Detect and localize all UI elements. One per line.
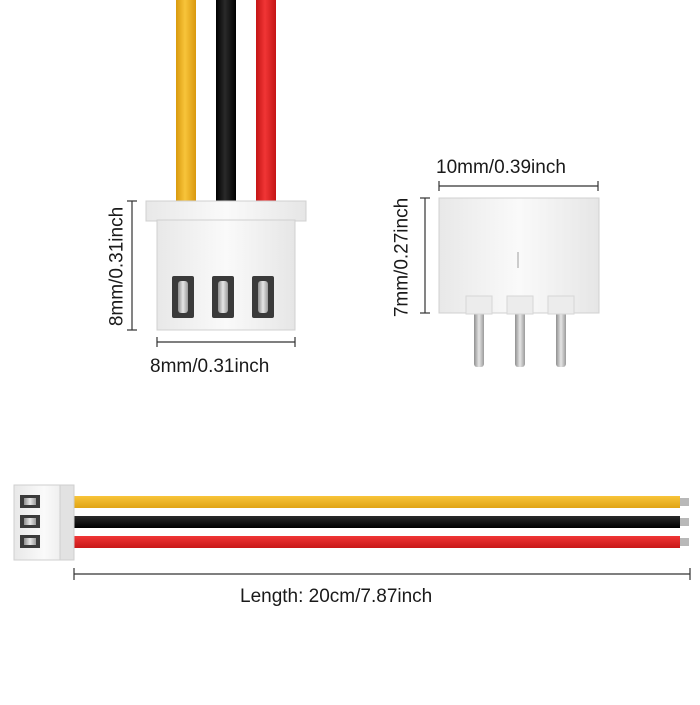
front-width-label: 8mm/0.31inch (150, 356, 270, 377)
side-height-label: 7mm/0.27inch (391, 197, 413, 318)
side-housing (438, 197, 600, 315)
cable-wire-yellow (74, 496, 680, 508)
side-pin-3 (556, 312, 566, 367)
front-width-dimension (156, 337, 296, 347)
cable-pin-slot-1 (20, 495, 40, 508)
front-pin-slot-2 (212, 276, 234, 318)
cable-length-dimension (73, 568, 691, 580)
side-view (420, 181, 600, 367)
front-housing (145, 200, 307, 331)
side-height-dimension (420, 197, 430, 314)
cable-tip-yellow (680, 498, 689, 506)
side-width-label: 10mm/0.39inch (436, 157, 566, 178)
cable-pin-slot-2 (20, 515, 40, 528)
front-pin-slot-3 (252, 276, 274, 318)
front-height-label: 8mm/0.31inch (106, 206, 128, 327)
cable-wire-red (74, 536, 680, 548)
front-wire-black (216, 0, 236, 206)
side-width-dimension (438, 181, 599, 191)
front-wire-yellow (176, 0, 196, 206)
cable-view (13, 484, 691, 580)
cable-tip-red (680, 538, 689, 546)
cable-tip-black (680, 518, 689, 526)
front-view (127, 0, 307, 347)
side-pin-2 (515, 312, 525, 367)
cable-connector-housing (13, 484, 75, 561)
front-pin-slot-1 (172, 276, 194, 318)
cable-pin-slot-3 (20, 535, 40, 548)
cable-length-label: Length: 20cm/7.87inch (240, 586, 433, 607)
front-wire-red (256, 0, 276, 206)
side-pin-1 (474, 312, 484, 367)
cable-wire-black (74, 516, 680, 528)
front-height-dimension (127, 200, 137, 331)
